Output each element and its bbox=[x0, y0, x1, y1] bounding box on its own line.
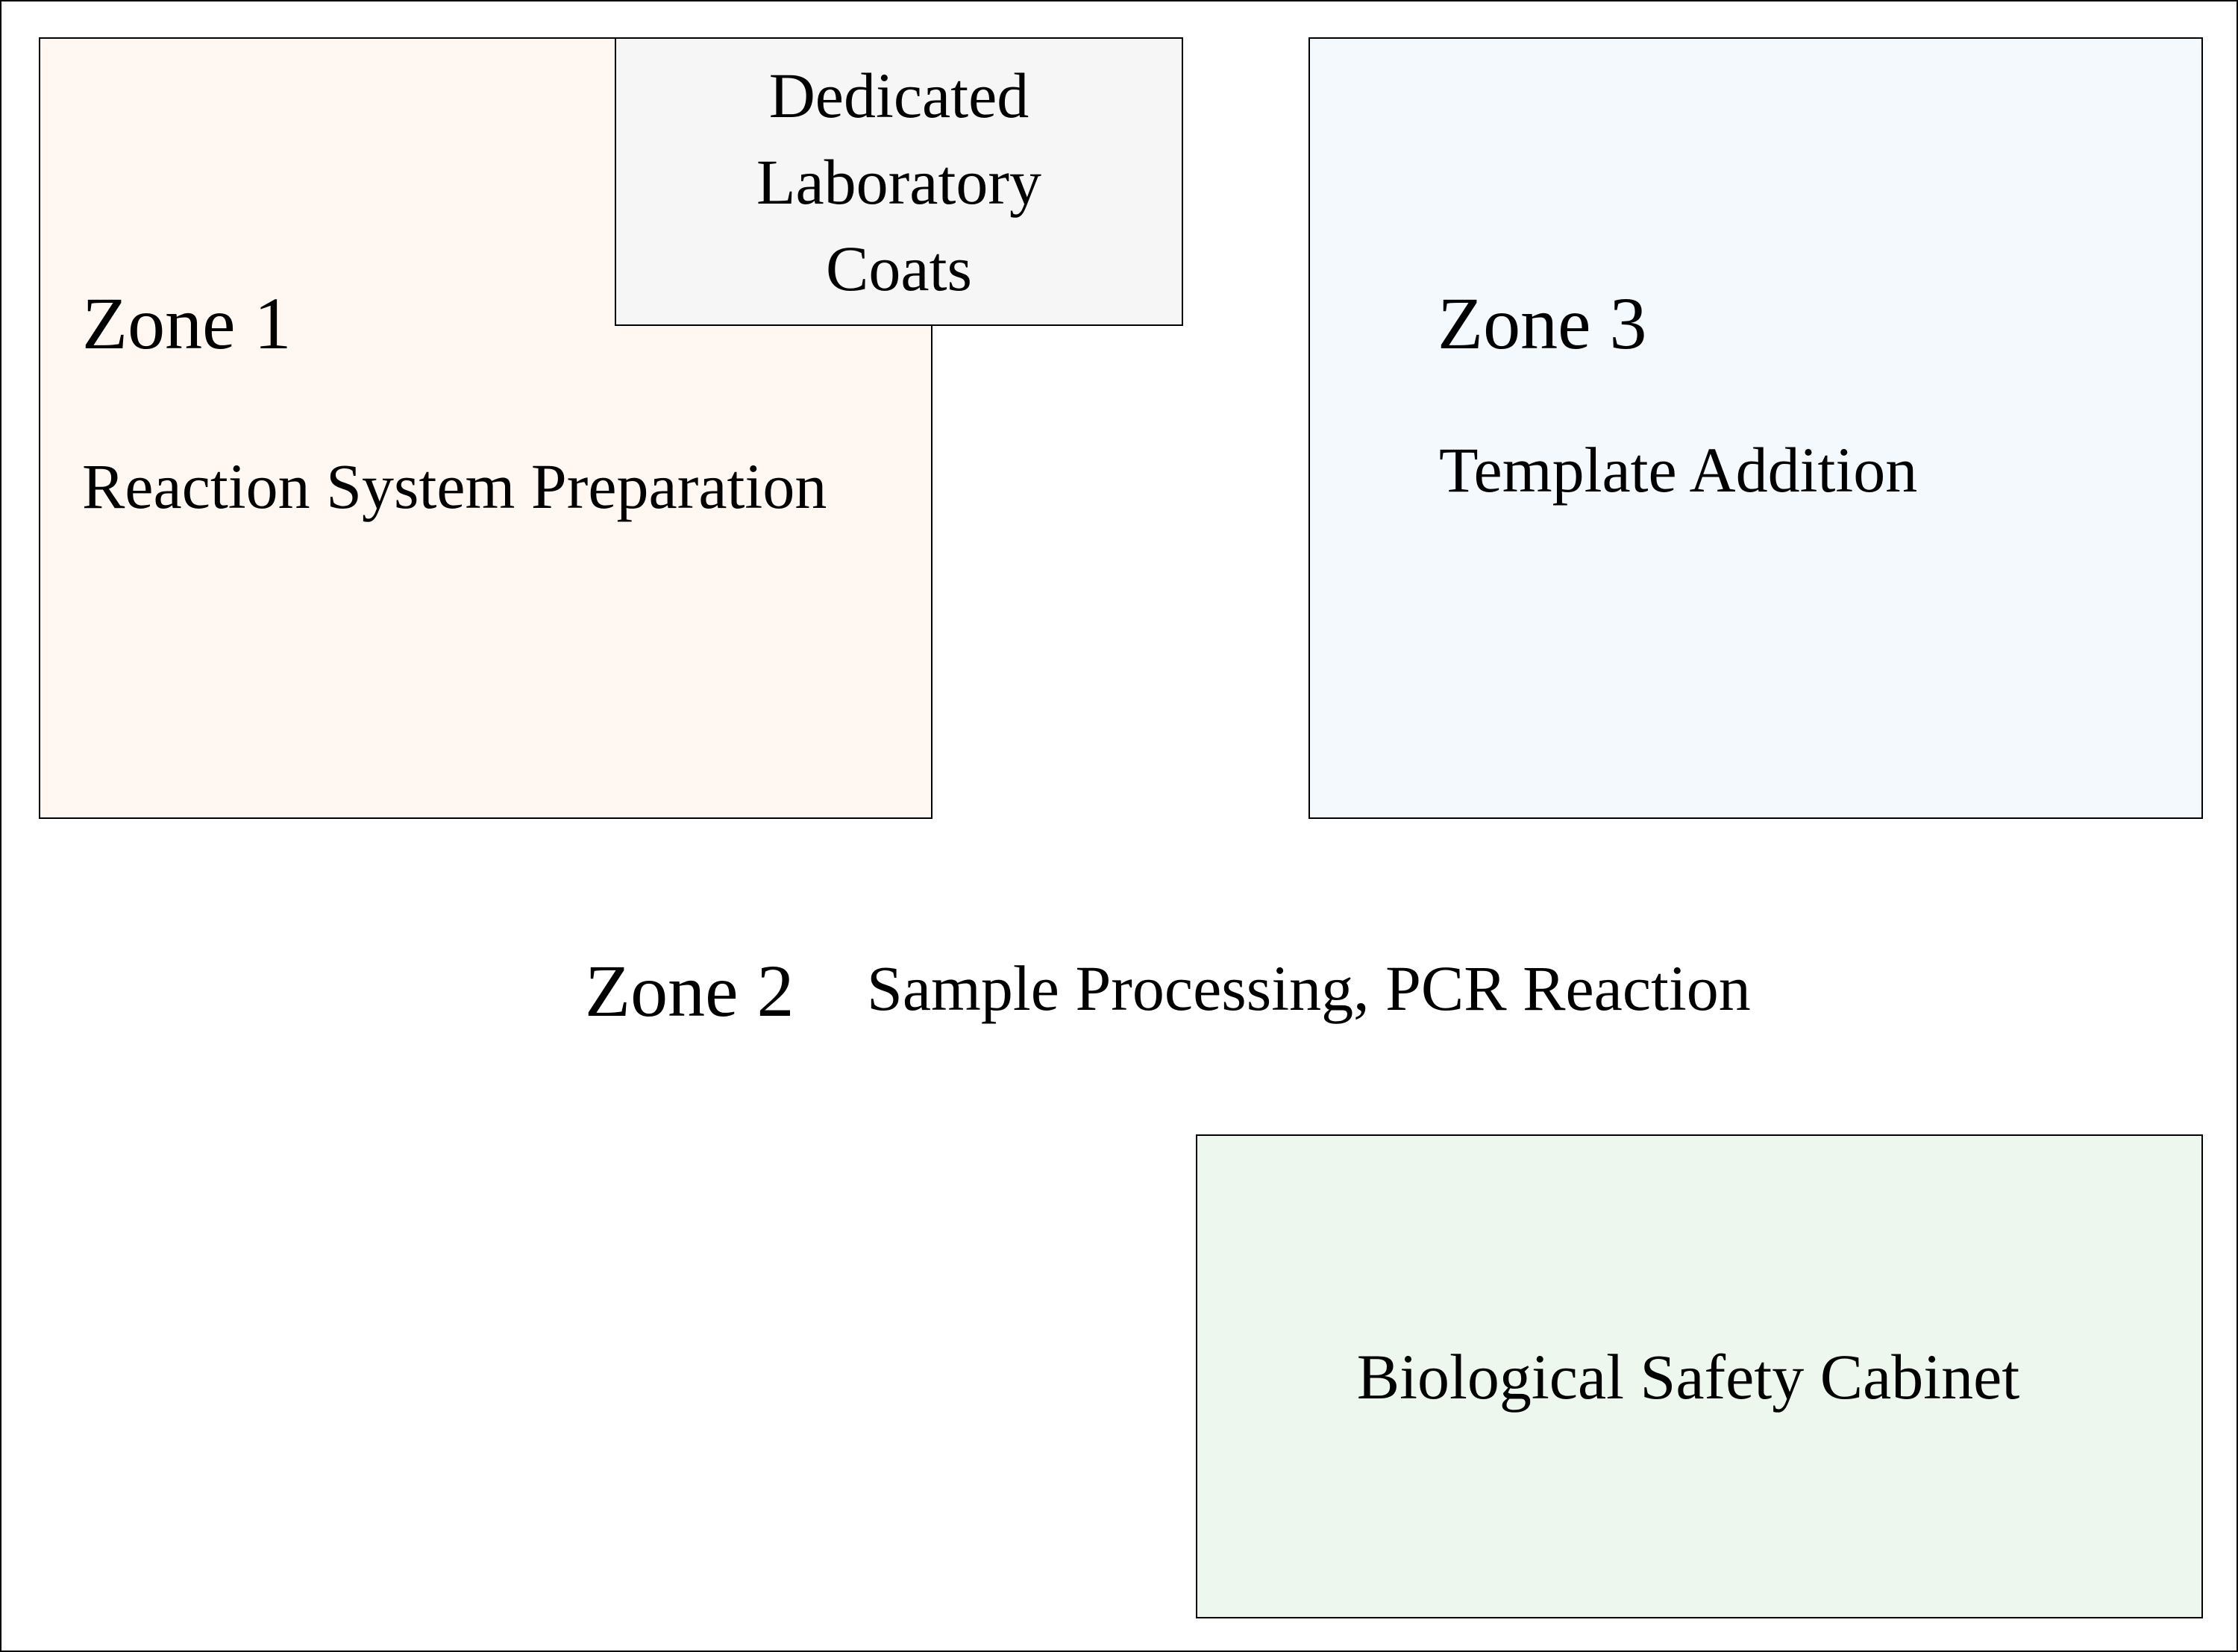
zone-1-description: Reaction System Preparation bbox=[82, 450, 827, 522]
dedicated-lab-coats-box: Dedicated Laboratory Coats bbox=[615, 37, 1183, 326]
zone-3-title: Zone 3 bbox=[1438, 282, 1647, 365]
zone-2-description: Sample Processing, PCR Reaction bbox=[867, 952, 1751, 1024]
dedicated-lab-coats-label: Dedicated Laboratory Coats bbox=[756, 59, 1042, 304]
biological-safety-cabinet-box: Biological Safety Cabinet bbox=[1196, 1134, 2203, 1618]
zone-1-title: Zone 1 bbox=[82, 282, 292, 365]
zone-2-title: Zone 2 bbox=[585, 949, 794, 1032]
zone-3-area bbox=[1308, 37, 2203, 819]
biological-safety-cabinet-label: Biological Safety Cabinet bbox=[1356, 1340, 2020, 1413]
zone-3-description: Template Addition bbox=[1439, 434, 1918, 506]
